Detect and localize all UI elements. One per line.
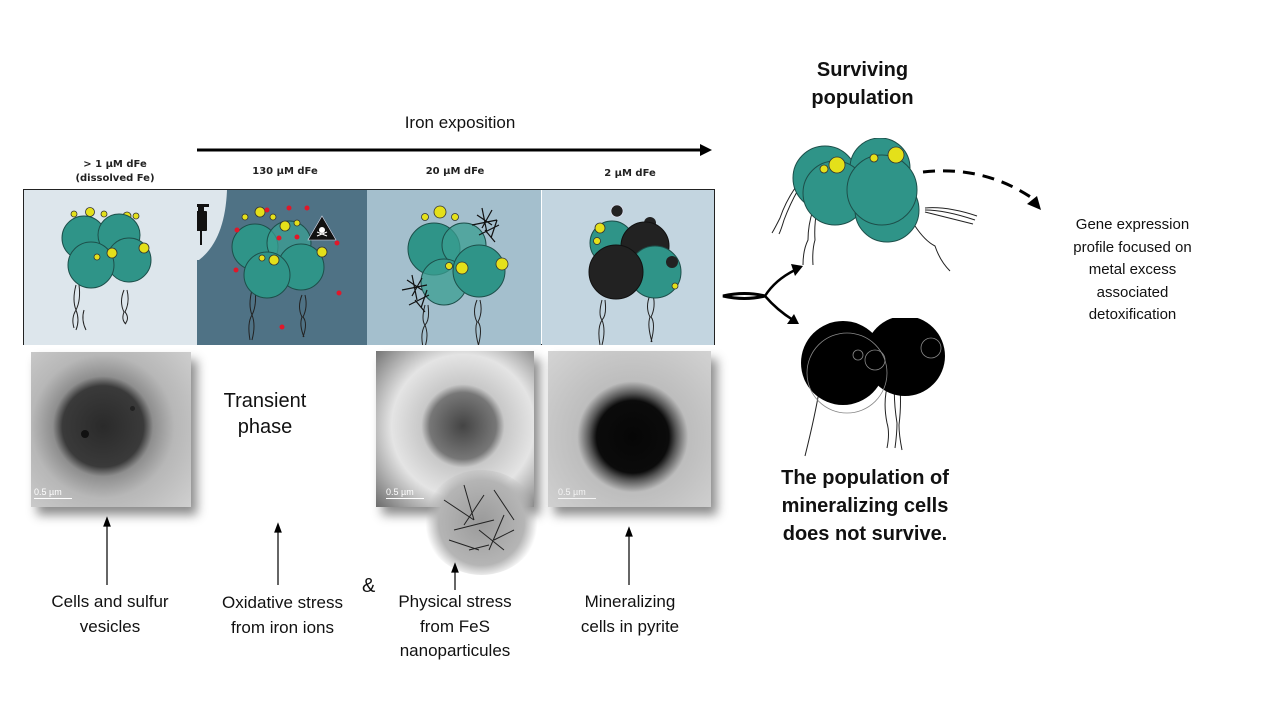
title-line: does not survive.	[782, 523, 948, 545]
sulfur-vesicle	[81, 430, 89, 438]
flagella-icon	[771, 187, 978, 272]
flagella-icon	[421, 299, 482, 345]
scale-bar: 0.5 µm	[558, 487, 596, 499]
note-line: profile focused on	[1073, 238, 1192, 256]
caption-line: Mineralizing	[584, 592, 676, 611]
gene-expression-note: Gene expression profile focused on metal…	[1050, 214, 1215, 327]
initial-condition-line: (dissolved Fe)	[75, 172, 155, 184]
transient-phase-label: Transient phase	[210, 388, 320, 440]
up-arrow-icon	[625, 526, 633, 585]
title-line: population	[811, 87, 914, 109]
healthy-cell-cluster-illustration	[61, 207, 152, 331]
caption-line: Oxidative stress	[222, 593, 343, 612]
note-line: detoxification	[1088, 306, 1177, 323]
title-line: mineralizing cells	[781, 495, 949, 517]
initial-condition-label: > 1 µM dFe (dissolved Fe)	[40, 158, 190, 185]
iron-ion-icon	[233, 205, 342, 330]
note-line: associated	[1096, 283, 1169, 301]
initial-condition-line: > 1 µM dFe	[83, 159, 147, 170]
fes-nanoparticle-cluster-icon	[401, 207, 500, 313]
up-arrow-icon	[451, 562, 459, 590]
up-arrow-icon	[103, 516, 111, 585]
note-line: metal excess	[1088, 261, 1177, 278]
syringe-backdrop	[197, 190, 227, 260]
fes-nanoparticle-inset	[424, 470, 539, 575]
scale-bar: 0.5 µm	[386, 487, 424, 499]
concentration-label-20: 20 µM dFe	[425, 166, 485, 177]
concentration-label-2: 2 µM dFe	[604, 168, 656, 179]
dashed-arrow	[922, 169, 1041, 210]
caption-line: Physical stress	[398, 592, 512, 611]
note-line: Gene expression	[1075, 216, 1190, 233]
caption-physical-stress: Physical stress from FeS nanoparticules	[380, 590, 530, 664]
timeline-label: Iron exposition	[404, 113, 516, 132]
caption-line: vesicles	[79, 616, 141, 636]
timeline-arrow	[197, 144, 712, 156]
caption-line: Cells and sulfur	[51, 592, 169, 611]
caption-line: cells in pyrite	[580, 616, 680, 636]
syringe-icon	[197, 204, 209, 245]
panel-20-uM	[367, 190, 541, 345]
mineralized-cells-illustration	[588, 204, 682, 345]
toxic-hazard-icon	[307, 215, 337, 241]
flagella-icon	[598, 294, 655, 345]
scale-bar: 0.5 µm	[34, 487, 72, 499]
caption-line: from iron ions	[231, 617, 334, 637]
flagella-icon	[248, 289, 307, 341]
sulfur-vesicle	[130, 406, 135, 411]
panel-control	[24, 190, 197, 345]
caption-line: nanoparticules	[399, 641, 511, 661]
transient-phase-line: phase	[237, 416, 293, 438]
title-line: Surviving	[816, 59, 909, 81]
panel-130-uM	[197, 190, 367, 345]
branching-arrow	[722, 264, 803, 324]
oxidative-stress-illustration	[197, 190, 342, 341]
tem-image-cells-sulfur-vesicles: 0.5 µm	[31, 352, 191, 507]
tem-image-pyrite: 0.5 µm	[548, 351, 711, 507]
caption-cells-sulfur-vesicles: Cells and sulfur vesicles	[30, 590, 190, 639]
ampersand: &	[362, 575, 376, 597]
dying-population-title: The population of mineralizing cells doe…	[755, 464, 975, 548]
caption-oxidative-stress: Oxidative stress from iron ions	[205, 591, 360, 640]
concentration-label-130: 130 µM dFe	[252, 166, 318, 177]
fes-needles-illustration	[443, 484, 515, 551]
arrowhead-icon	[787, 314, 799, 324]
up-arrow-icon	[274, 522, 282, 585]
title-line: The population of	[781, 467, 949, 489]
fes-nanoparticles-illustration	[401, 205, 509, 345]
caption-line: from FeS	[420, 616, 490, 636]
dead-cell-cluster-illustration	[801, 318, 945, 457]
transient-phase-line: Transient	[223, 390, 307, 412]
caption-arrows	[103, 516, 633, 590]
panel-2-uM	[542, 190, 714, 345]
flagella-icon	[72, 284, 129, 331]
caption-mineralizing-cells: Mineralizing cells in pyrite	[555, 590, 705, 639]
surviving-population-title: Surviving population	[780, 56, 945, 112]
surviving-cell-cluster-illustration	[771, 138, 978, 272]
arrowhead-icon	[1027, 196, 1041, 210]
arrowhead-icon	[791, 264, 803, 276]
